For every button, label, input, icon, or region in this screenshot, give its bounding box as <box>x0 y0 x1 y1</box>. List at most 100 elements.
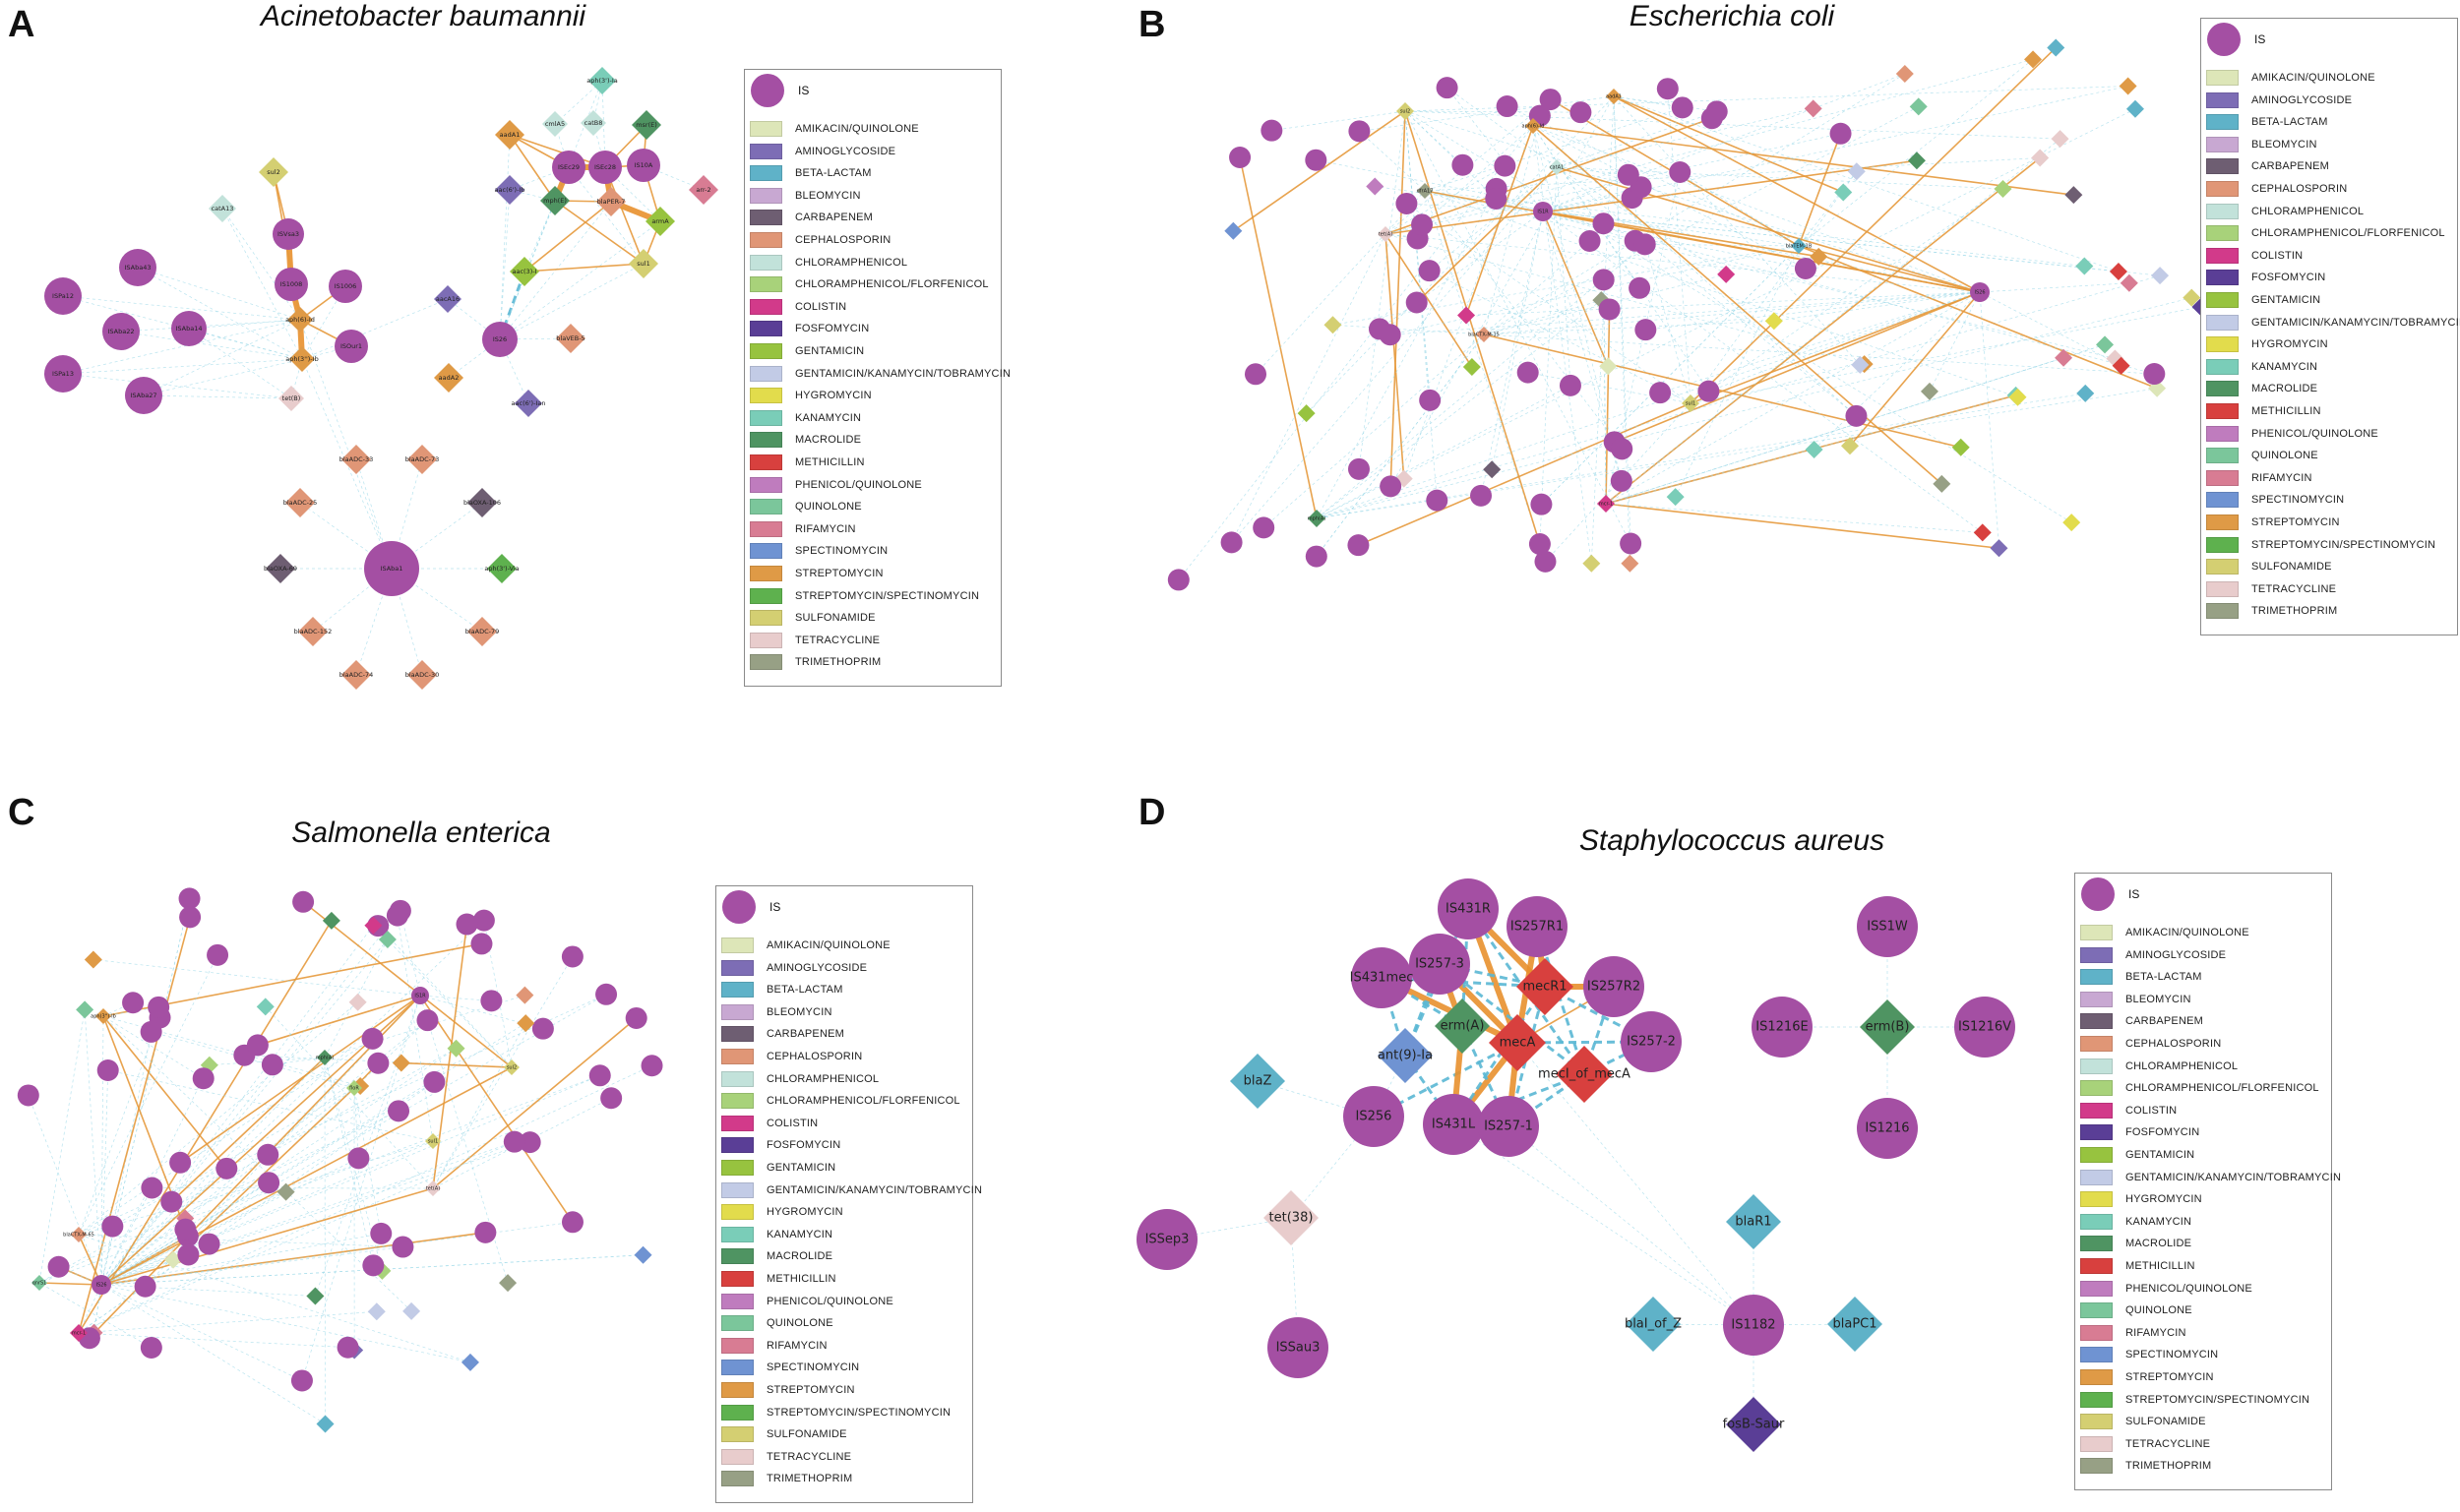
legend-label: SPECTINOMYCIN <box>767 1361 860 1374</box>
legend-label: FOSFOMYCIN <box>795 323 870 335</box>
is-node <box>1405 291 1428 314</box>
node-label: floR <box>349 1086 359 1092</box>
is-node: IS10A <box>627 149 660 182</box>
legend-item: CHLORAMPHENICOL <box>2206 203 2364 219</box>
edge <box>1613 95 1631 544</box>
legend-is-entry: IS <box>2207 23 2265 56</box>
edge <box>1613 95 2120 272</box>
edge <box>1429 166 1558 272</box>
edge <box>1389 95 1615 487</box>
arg-node <box>1851 355 1870 374</box>
edge <box>78 1332 348 1349</box>
edge <box>1255 190 1426 375</box>
edge <box>102 1015 412 1312</box>
legend-item: STREPTOMYCIN/SPECTINOMYCIN <box>721 1404 951 1421</box>
legend-label: COLISTIN <box>767 1117 819 1129</box>
node-label: ISEc28 <box>594 163 616 171</box>
legend-item: CARBAPENEM <box>2080 1013 2204 1030</box>
legend-item: KANAMYCIN <box>721 1226 832 1242</box>
legend-item: SULFONAMIDE <box>721 1426 847 1443</box>
is-node <box>1592 212 1615 235</box>
node-label: aph(6)-Id <box>285 316 315 324</box>
edge <box>1271 110 1406 132</box>
edge <box>100 1022 526 1286</box>
edge <box>1439 962 1585 1076</box>
node-label: catA1 <box>1550 165 1564 171</box>
arg-node <box>499 1274 518 1293</box>
edge <box>1605 138 2060 505</box>
legend-swatch <box>721 937 754 953</box>
edge <box>1979 291 2122 367</box>
node-label: blaCTX-M-15 <box>1468 333 1500 338</box>
is-node <box>1598 298 1621 321</box>
is-node <box>1494 154 1516 177</box>
node-label: IS431R <box>1445 902 1491 917</box>
is-node <box>179 906 202 929</box>
edge <box>1605 156 2041 505</box>
legend-label: STREPTOMYCIN/SPECTINOMYCIN <box>2251 538 2436 551</box>
node-label: ISAba14 <box>176 325 203 333</box>
node-label: aadA1 <box>1606 94 1622 100</box>
legend-label: CARBAPENEM <box>2125 1015 2204 1028</box>
legend-swatch <box>2080 1213 2113 1230</box>
arg-node: mecI_of_mecA <box>1538 1046 1630 1103</box>
legend-swatch <box>750 610 782 627</box>
arg-node <box>277 1182 295 1201</box>
node-label: IS1216V <box>1958 1020 2011 1035</box>
legend-item: SPECTINOMYCIN <box>2080 1347 2218 1363</box>
legend-item: BETA-LACTAM <box>750 165 872 182</box>
legend-swatch <box>750 454 782 470</box>
legend-label: BLEOMYCIN <box>2251 138 2317 151</box>
edge <box>1389 245 1800 335</box>
is-node <box>1528 533 1551 556</box>
legend-item: COLISTIN <box>2080 1102 2177 1119</box>
legend-swatch <box>750 654 782 671</box>
legend-label: AMINOGLYCOSIDE <box>767 961 868 974</box>
legend-item: AMIKACIN/QUINOLONE <box>2206 70 2375 86</box>
legend-swatch <box>721 959 754 976</box>
legend-item: CHLORAMPHENICOL/FLORFENICOL <box>721 1093 960 1110</box>
is-node <box>1539 89 1562 111</box>
is-node <box>177 1243 200 1266</box>
node-label: blaADC-79 <box>465 628 500 635</box>
is-node: IS257-3 <box>1409 934 1470 995</box>
arg-node <box>1909 97 1928 116</box>
edge <box>100 925 374 1286</box>
arg-node: blaPER-7 <box>596 187 626 216</box>
legend-swatch <box>2080 925 2113 940</box>
legend-swatch <box>2080 1236 2113 1252</box>
legend-swatch <box>2080 1324 2113 1341</box>
arg-node <box>1483 460 1502 479</box>
arg-node <box>1366 177 1384 196</box>
edge <box>78 1081 435 1334</box>
node-label: erm(B) <box>1866 1020 1910 1035</box>
is-node <box>1578 230 1601 253</box>
edge <box>1532 125 1623 481</box>
edge <box>93 1284 102 1333</box>
node-label: mcr-1 <box>72 1331 86 1337</box>
legend-item: GENTAMICIN <box>2206 292 2320 308</box>
legend-item: GENTAMICIN <box>750 343 864 359</box>
arg-node: erm(B) <box>1860 999 1915 1055</box>
legend-item: RIFAMYCIN <box>2206 469 2312 486</box>
legend-item: SULFONAMIDE <box>750 610 876 627</box>
legend-label: KANAMYCIN <box>2125 1215 2192 1228</box>
edge <box>1424 190 1623 450</box>
edge <box>1542 211 1819 258</box>
legend-swatch <box>2206 270 2239 286</box>
legend-item: STREPTOMYCIN <box>721 1382 855 1398</box>
legend-label: PHENICOL/QUINOLONE <box>767 1295 893 1307</box>
legend-swatch <box>721 1315 754 1332</box>
legend-swatch <box>721 1160 754 1176</box>
edges <box>28 46 2201 1424</box>
edge <box>1645 291 1981 331</box>
legend-swatch <box>2206 448 2239 464</box>
legend-label: SULFONAMIDE <box>795 612 876 625</box>
edge <box>100 1019 428 1286</box>
edge <box>100 1201 172 1286</box>
is-node <box>1592 269 1615 291</box>
edge <box>353 1087 382 1234</box>
edge <box>604 166 645 265</box>
node-label: tet(B) <box>282 394 301 402</box>
edge <box>299 319 393 570</box>
